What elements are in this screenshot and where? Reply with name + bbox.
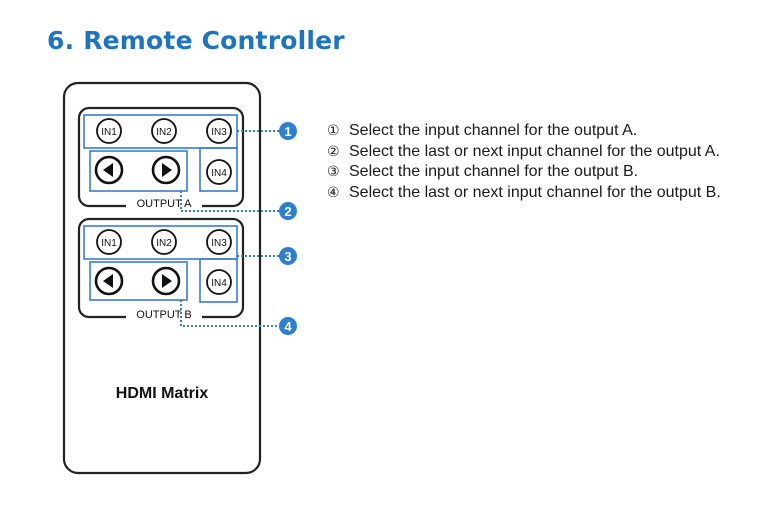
output-b-button-in3[interactable]: IN3 bbox=[206, 229, 232, 255]
description-text: Select the last or next input channel fo… bbox=[349, 183, 721, 201]
description-item-2: ② Select the last or next input channel … bbox=[327, 142, 757, 163]
callout-number: 1 bbox=[284, 124, 291, 139]
output-a-button-in1[interactable]: IN1 bbox=[96, 118, 122, 144]
output-a-next-button[interactable] bbox=[151, 155, 181, 185]
description-item-4: ④ Select the last or next input channel … bbox=[327, 183, 757, 204]
output-a-button-in3[interactable]: IN3 bbox=[206, 118, 232, 144]
output-a-panel: OUTPUT A IN1 IN2 IN3 IN4 bbox=[77, 106, 245, 210]
output-b-input-highlight bbox=[83, 225, 238, 260]
leader-line-4 bbox=[180, 300, 279, 327]
button-label: IN2 bbox=[156, 127, 172, 138]
arrow-right-icon bbox=[162, 274, 172, 288]
output-b-arrows-highlight bbox=[89, 261, 188, 301]
output-b-panel: OUTPUT B IN1 IN2 IN3 IN4 bbox=[77, 217, 245, 321]
output-b-button-in2[interactable]: IN2 bbox=[151, 229, 177, 255]
callout-number: 3 bbox=[284, 249, 291, 264]
button-label: IN1 bbox=[101, 238, 117, 249]
description-text: Select the last or next input channel fo… bbox=[349, 142, 720, 160]
description-item-3: ③ Select the input channel for the outpu… bbox=[327, 162, 757, 183]
button-label: IN2 bbox=[156, 238, 172, 249]
button-label: IN4 bbox=[211, 168, 227, 179]
leader-line-2 bbox=[180, 191, 279, 212]
button-label: IN4 bbox=[211, 278, 227, 289]
output-a-in4-highlight bbox=[199, 147, 238, 192]
output-a-prev-button[interactable] bbox=[94, 155, 124, 185]
description-item-1: ① Select the input channel for the outpu… bbox=[327, 121, 757, 142]
arrow-left-icon bbox=[103, 274, 113, 288]
button-label: IN1 bbox=[101, 127, 117, 138]
section-title: 6. Remote Controller bbox=[47, 26, 345, 55]
description-number: ③ bbox=[327, 164, 340, 180]
button-label: IN3 bbox=[211, 127, 227, 138]
description-text: Select the input channel for the output … bbox=[349, 122, 638, 139]
output-a-button-in2[interactable]: IN2 bbox=[151, 118, 177, 144]
brand-label: HDMI Matrix bbox=[116, 385, 209, 402]
description-text: Select the input channel for the output … bbox=[349, 163, 639, 180]
output-a-label: OUTPUT A bbox=[137, 198, 192, 210]
callout-number: 2 bbox=[284, 204, 291, 219]
description-number: ② bbox=[327, 143, 340, 160]
output-b-button-in1[interactable]: IN1 bbox=[96, 229, 122, 255]
output-a-button-in4[interactable]: IN4 bbox=[206, 159, 232, 185]
output-a-arrows-highlight bbox=[89, 150, 188, 192]
button-label: IN3 bbox=[211, 238, 227, 249]
callout-3: 3 bbox=[279, 247, 297, 265]
callout-2: 2 bbox=[279, 202, 297, 220]
arrow-left-icon bbox=[103, 163, 113, 177]
output-b-next-button[interactable] bbox=[151, 266, 181, 296]
description-number: ④ bbox=[327, 184, 340, 201]
description-list: ① Select the input channel for the outpu… bbox=[327, 121, 757, 203]
callout-1: 1 bbox=[279, 122, 297, 140]
output-b-button-in4[interactable]: IN4 bbox=[206, 269, 232, 295]
output-b-label: OUTPUT B bbox=[136, 309, 191, 321]
callout-number: 4 bbox=[284, 319, 292, 334]
callout-4: 4 bbox=[279, 317, 297, 335]
arrow-right-icon bbox=[162, 163, 172, 177]
output-b-prev-button[interactable] bbox=[94, 266, 124, 296]
description-number: ① bbox=[327, 123, 340, 139]
output-b-in4-highlight bbox=[199, 258, 238, 303]
